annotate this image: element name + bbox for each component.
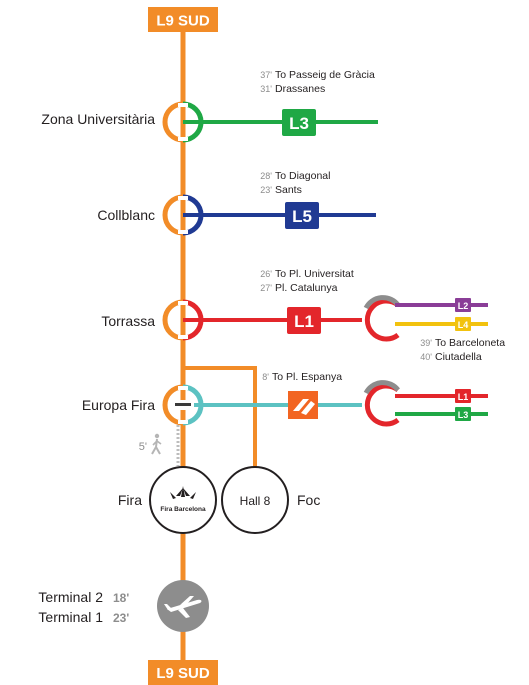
europa-fira-interchange-ring xyxy=(162,384,184,426)
pedestrian-icon xyxy=(151,433,162,455)
transfer-minutes: 26' xyxy=(260,269,272,279)
europa-fira-label: Europa Fira xyxy=(82,397,155,413)
transfer-destination: Drassanes xyxy=(275,83,325,95)
hall-8-station: Hall 8 xyxy=(221,466,289,534)
transfer-minutes: 23' xyxy=(260,185,272,195)
transfer-minutes: 27' xyxy=(260,283,272,293)
l4-small-badge: L4 xyxy=(455,317,471,331)
transfer-minutes: 37' xyxy=(260,70,272,80)
l1-l2-l4-interchange-gray-arc xyxy=(363,295,400,310)
collblanc-l5-arc xyxy=(182,194,204,236)
airport-station xyxy=(157,580,209,632)
transfer-minutes: 40' xyxy=(420,352,432,362)
l2-small-badge-label: L2 xyxy=(458,301,469,311)
ring-gap xyxy=(178,196,188,200)
l3-badge: L3 xyxy=(282,109,316,136)
fira-label: Fira xyxy=(118,492,142,508)
torrassa-interchange-ring xyxy=(162,299,184,341)
header-badge-label: L9 SUD xyxy=(156,13,210,30)
l2-small-badge: L2 xyxy=(455,298,471,312)
zona-universitaria-l3-arc xyxy=(182,101,204,143)
terminal-2-minutes: 18' xyxy=(113,591,129,605)
l1-small-badge-label: L1 xyxy=(458,392,469,402)
walk-minutes: 5' xyxy=(139,441,147,453)
footer-badge-label: L9 SUD xyxy=(156,665,210,682)
l4-small-badge-label: L4 xyxy=(458,320,469,330)
l1-l2-l4-interchange-ring xyxy=(364,298,400,342)
l9-hall8-branch xyxy=(183,366,257,468)
fira-barcelona-station: Fira Barcelona xyxy=(149,466,217,534)
fgc-l1-l3-interchange-gray-arc xyxy=(363,380,400,395)
footer-l9-sud-badge: L9 SUD xyxy=(148,660,218,685)
l5-badge-label: L5 xyxy=(292,207,312,226)
transfer-destination: Pl. Catalunya xyxy=(275,282,338,294)
hall-8-label: Hall 8 xyxy=(240,494,271,508)
ring-gap xyxy=(178,386,188,390)
l1-transfer-info: 26' To Pl. Universitat 27' Pl. Catalunya xyxy=(260,268,354,294)
l1-small-badge: L1 xyxy=(455,389,471,403)
zona-universitaria-interchange-ring xyxy=(162,101,184,143)
l4-l2-transfer-info: 39' To Barceloneta 40' Ciutadella xyxy=(420,337,505,363)
transfer-minutes: 28' xyxy=(260,171,272,181)
transfer-destination: Sants xyxy=(275,184,302,196)
l5-badge: L5 xyxy=(285,202,319,229)
terminal-1-label: Terminal 1 xyxy=(38,609,103,625)
header-l9-sud-badge: L9 SUD xyxy=(148,7,218,32)
transfer-destination: To Diagonal xyxy=(275,170,330,182)
fira-barcelona-logo-icon xyxy=(170,486,196,499)
l5-transfer-info: 28' To Diagonal 23' Sants xyxy=(260,170,330,196)
ring-gap xyxy=(178,420,188,424)
l3-badge-label: L3 xyxy=(289,114,309,133)
fgc-transfer-info: 8' To Pl. Espanya xyxy=(262,371,342,383)
ring-gap xyxy=(178,137,188,141)
torrassa-l1-arc xyxy=(182,299,204,341)
transfer-minutes: 8' xyxy=(262,372,269,382)
l3-small-badge-label: L3 xyxy=(458,410,469,420)
zona-universitaria-label: Zona Universitària xyxy=(41,111,155,127)
transfer-destination: To Pl. Universitat xyxy=(275,268,354,280)
transfer-destination: To Barceloneta xyxy=(435,337,505,349)
transfer-destination: Ciutadella xyxy=(435,351,482,363)
transfer-destination: To Pl. Espanya xyxy=(272,371,342,383)
collblanc-interchange-ring xyxy=(162,194,184,236)
transfer-destination: To Passeig de Gràcia xyxy=(275,69,375,81)
l3-transfer-info: 37' To Passeig de Gràcia 31' Drassanes xyxy=(260,69,375,95)
airplane-icon xyxy=(164,596,202,618)
terminal-2-label: Terminal 2 xyxy=(38,589,103,605)
foc-label: Foc xyxy=(297,492,320,508)
l3-small-badge: L3 xyxy=(455,407,471,421)
l1-badge: L1 xyxy=(287,307,321,334)
ring-gap xyxy=(178,230,188,234)
europa-fira-fgc-arc xyxy=(182,384,204,426)
fgc-l1-l3-interchange-ring xyxy=(364,383,400,427)
torrassa-label: Torrassa xyxy=(101,313,155,329)
fira-barcelona-logo-text: Fira Barcelona xyxy=(160,506,206,513)
transfer-minutes: 39' xyxy=(420,338,432,348)
ring-gap xyxy=(178,335,188,339)
l1-badge-label: L1 xyxy=(294,312,314,331)
terminal-1-minutes: 23' xyxy=(113,611,129,625)
ring-gap xyxy=(178,103,188,107)
fgc-badge-icon xyxy=(288,391,318,419)
transfer-minutes: 31' xyxy=(260,84,272,94)
fgc-logo-icon xyxy=(172,400,194,410)
collblanc-label: Collblanc xyxy=(97,207,155,223)
ring-gap xyxy=(178,301,188,305)
